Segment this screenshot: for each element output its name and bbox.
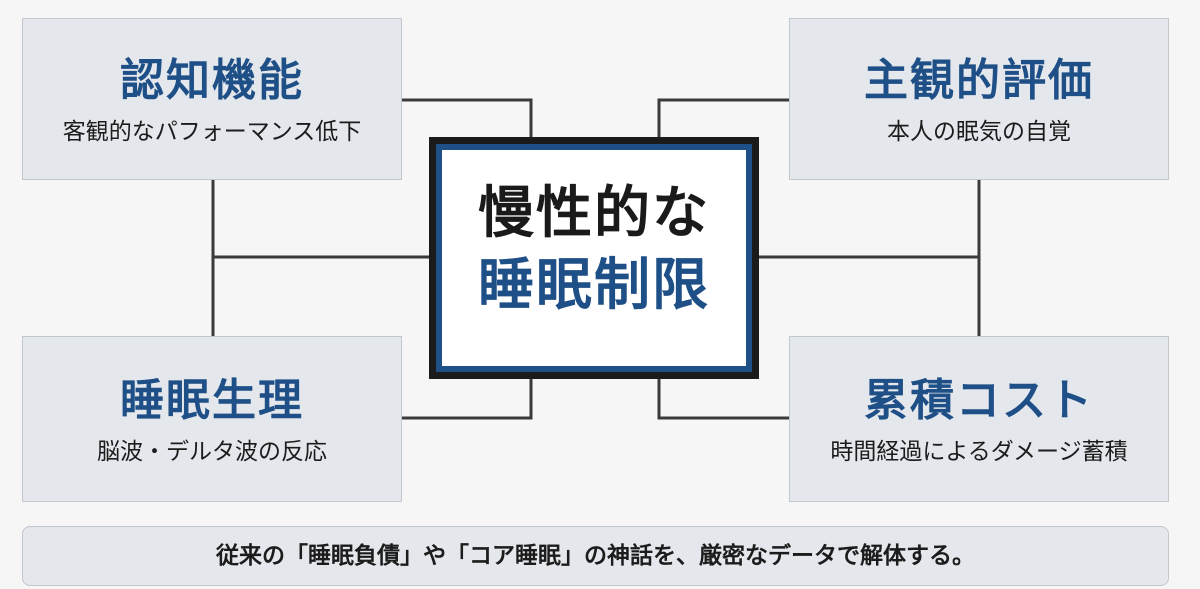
- box-title: 主観的評価: [864, 55, 1094, 106]
- connector-bottom-right: [657, 379, 789, 420]
- box-subtitle: 脳波・デルタ波の反応: [97, 439, 327, 465]
- connector-top-right: [657, 98, 789, 137]
- box-subtitle: 本人の眠気の自覚: [887, 119, 1071, 145]
- box-subjective-evaluation: 主観的評価 本人の眠気の自覚: [789, 18, 1169, 180]
- box-title: 累積コスト: [864, 375, 1094, 426]
- center-box-content: 慢性的な 睡眠制限: [442, 150, 746, 366]
- box-cumulative-cost: 累積コスト 時間経過によるダメージ蓄積: [789, 336, 1169, 502]
- footer-caption: 従来の「睡眠負債」や「コア睡眠」の神話を、厳密なデータで解体する。: [22, 526, 1169, 586]
- connector-top-left: [402, 98, 533, 137]
- connector-bottom-left: [402, 379, 533, 420]
- box-title: 睡眠生理: [120, 375, 304, 426]
- box-title: 認知機能: [120, 55, 304, 106]
- center-title-line2: 睡眠制限: [478, 253, 710, 318]
- center-title-line1: 慢性的な: [478, 181, 710, 246]
- box-subtitle: 時間経過によるダメージ蓄積: [830, 439, 1128, 465]
- box-subtitle: 客観的なパフォーマンス低下: [62, 119, 362, 145]
- box-cognitive-function: 認知機能 客観的なパフォーマンス低下: [22, 18, 402, 180]
- center-box: 慢性的な 睡眠制限: [429, 137, 759, 379]
- box-sleep-physiology: 睡眠生理 脳波・デルタ波の反応: [22, 336, 402, 502]
- center-box-border: 慢性的な 睡眠制限: [436, 144, 752, 372]
